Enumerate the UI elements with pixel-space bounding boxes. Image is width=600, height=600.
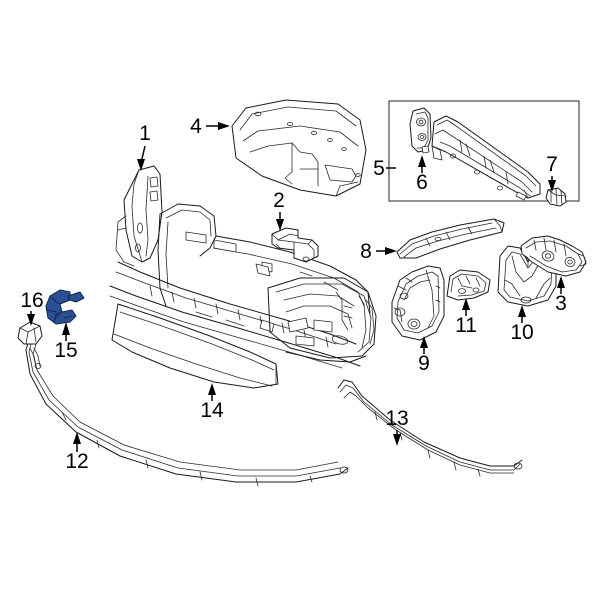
callout-6-label: 6 [416, 171, 428, 194]
callout-7-label: 7 [546, 153, 558, 176]
callout-8[interactable]: 8 [360, 240, 397, 263]
callout-2[interactable]: 2 [273, 189, 285, 231]
inset-box-group [388, 100, 580, 207]
callout-2-label: 2 [273, 189, 285, 212]
callout-11[interactable]: 11 [455, 298, 477, 337]
callout-8-label: 8 [360, 240, 372, 263]
callout-14-label: 14 [200, 399, 224, 422]
callout-1-label: 1 [139, 122, 151, 145]
part-15-highlighted-bracket [45, 289, 85, 325]
callout-13[interactable]: 13 [385, 407, 409, 446]
callout-16[interactable]: 16 [20, 289, 44, 326]
part-11-duct-bracket [446, 269, 491, 301]
part-14-lower-valance [111, 303, 279, 389]
part-7-retainer-clip [545, 187, 567, 207]
callout-5-label: 5 [373, 157, 385, 180]
part-5-reinforcement-beam [431, 115, 541, 201]
callout-15[interactable]: 15 [54, 322, 78, 362]
part-1-left-bracket [115, 165, 163, 267]
callout-14[interactable]: 14 [200, 383, 224, 422]
part-6-end-bracket [409, 107, 432, 154]
callout-9[interactable]: 9 [418, 336, 430, 375]
callout-3[interactable]: 3 [555, 276, 567, 315]
callout-3-label: 3 [555, 292, 567, 315]
right-bumper-corner [267, 277, 377, 363]
part-3-right-trim-bracket [520, 235, 587, 277]
part-2-small-bracket [271, 227, 319, 263]
callout-5[interactable]: 5 [373, 157, 396, 180]
part-12-front-spoiler [25, 335, 349, 487]
callout-6[interactable]: 6 [416, 155, 428, 194]
callout-12-label: 12 [65, 450, 88, 473]
callout-12[interactable]: 12 [65, 432, 89, 473]
inset-box-border [388, 100, 580, 202]
callout-4[interactable]: 4 [190, 115, 230, 138]
callout-15-label: 15 [54, 339, 77, 362]
callout-layer: 1 2 3 4 [20, 115, 567, 473]
callout-7[interactable]: 7 [546, 153, 558, 192]
callout-9-label: 9 [418, 352, 430, 375]
part-13-right-spoiler [337, 379, 523, 477]
part-9-left-bezel [391, 265, 445, 341]
part-8-grille-trim [396, 218, 505, 259]
callout-13-label: 13 [385, 407, 408, 430]
callout-10[interactable]: 10 [510, 305, 534, 344]
callout-4-label: 4 [190, 115, 202, 138]
callout-1[interactable]: 1 [137, 122, 151, 171]
part-16-retainer-clip [17, 321, 43, 369]
part-4-upper-cover [231, 99, 367, 197]
callout-10-label: 10 [510, 321, 533, 344]
callout-11-label: 11 [455, 314, 477, 337]
callout-16-label: 16 [20, 289, 43, 312]
